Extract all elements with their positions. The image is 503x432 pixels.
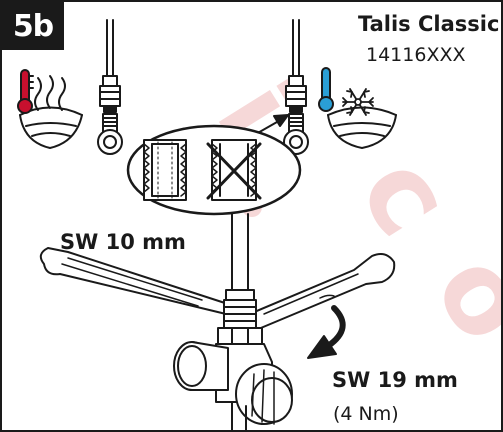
wrench-size-large-label: SW 19 mm	[332, 368, 458, 392]
curved-arrow-icon	[307, 305, 346, 359]
wrench-sw19	[239, 253, 396, 331]
cold-water-icon	[318, 67, 397, 149]
product-code: 14116XXX	[366, 44, 466, 66]
hot-water-icon	[17, 69, 83, 149]
wrench-sw10	[39, 247, 229, 315]
thread-comparison-bubble	[126, 124, 302, 216]
thread-ok-icon	[143, 139, 187, 201]
step-badge: 5b	[2, 2, 64, 50]
thread-crossed-icon	[206, 139, 262, 201]
product-name: Talis Classic	[358, 12, 500, 36]
thermometer-hot-icon	[17, 69, 34, 114]
hot-hose-connector	[97, 19, 123, 155]
torque-label: (4 Nm)	[333, 403, 399, 425]
supply-hose	[231, 213, 249, 293]
angle-valve	[173, 341, 293, 430]
wrench-size-small-label: SW 10 mm	[60, 230, 186, 254]
cold-hose-connector	[283, 19, 309, 155]
hose-nut	[217, 289, 263, 345]
thermometer-snowflake-icon	[318, 67, 374, 116]
